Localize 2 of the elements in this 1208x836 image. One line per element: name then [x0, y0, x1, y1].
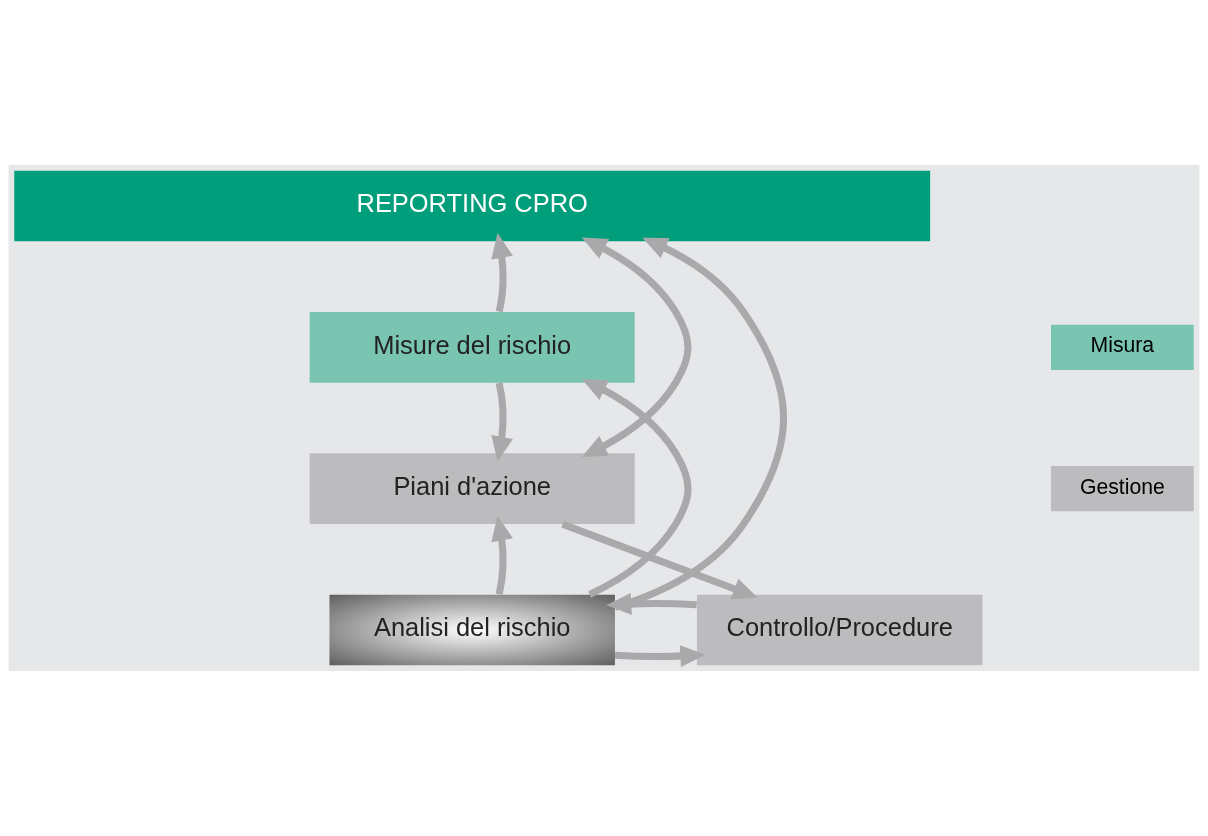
legend-label: Gestione: [1079, 474, 1165, 498]
legend-label: Misura: [1090, 333, 1155, 357]
